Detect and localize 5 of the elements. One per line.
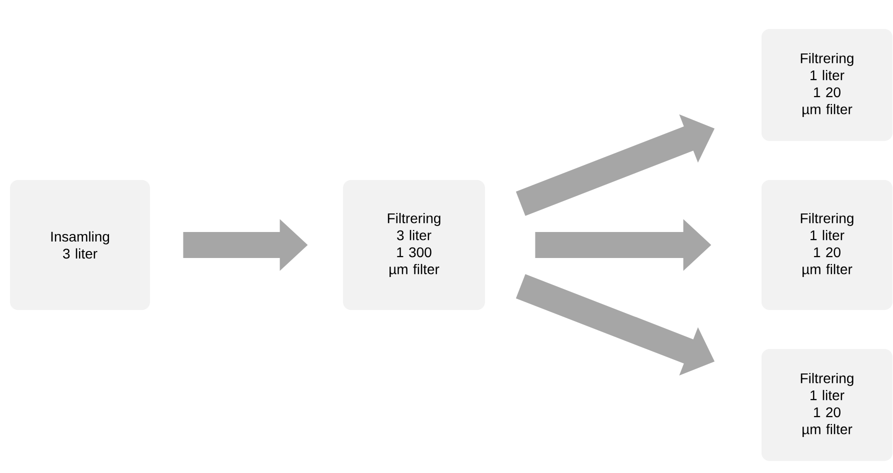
process-box: Filtrering 1 liter 1 20 µm filter <box>762 180 892 310</box>
process-box: Filtrering 1 liter 1 20 µm filter <box>762 29 892 141</box>
process-box: Filtrering 3 liter 1 300 µm filter <box>343 180 485 310</box>
process-box: Insamling 3 liter <box>10 180 150 310</box>
process-box: Filtrering 1 liter 1 20 µm filter <box>762 348 892 461</box>
